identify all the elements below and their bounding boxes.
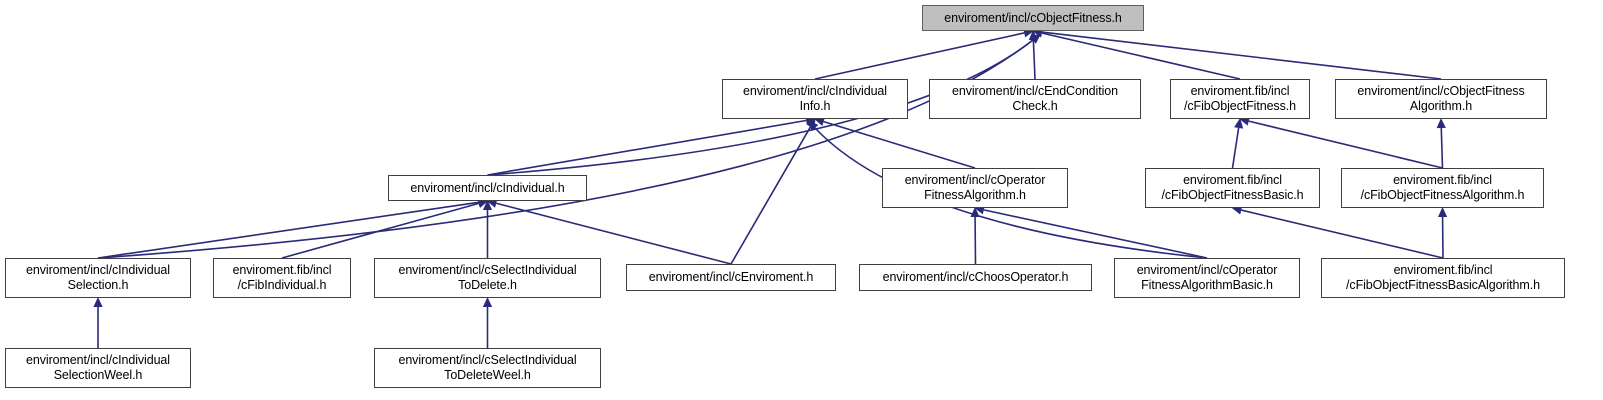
edge-cEnviroment-to-cIndividual (486, 198, 732, 265)
edge-cFibObjectFitnessAlgorithm-to-cObjectFitnessAlgorithm (1436, 118, 1446, 169)
edge-cIndividualSelection-to-cIndividual (97, 197, 489, 259)
node-cFibObjectFitnessBasic[interactable]: enviroment.fib/incl /cFibObjectFitnessBa… (1145, 168, 1320, 208)
node-cSelectIndividualToDeleteWeel[interactable]: enviroment/incl/cSelectIndividual ToDele… (374, 348, 601, 388)
node-cObjectFitness[interactable]: enviroment/incl/cObjectFitness.h (922, 5, 1144, 31)
edge-cFibObjectFitnessAlgorithm-to-cFibObjectFitness (1239, 116, 1443, 169)
node-cEndConditionCheck[interactable]: enviroment/incl/cEndCondition Check.h (929, 79, 1141, 119)
node-cSelectIndividualToDelete[interactable]: enviroment/incl/cSelectIndividual ToDele… (374, 258, 601, 298)
node-cIndividualInfo[interactable]: enviroment/incl/cIndividual Info.h (722, 79, 908, 119)
node-cIndividualSelection[interactable]: enviroment/incl/cIndividual Selection.h (5, 258, 191, 298)
node-cFibObjectFitness[interactable]: enviroment.fib/incl /cFibObjectFitness.h (1170, 79, 1310, 119)
node-cObjectFitnessAlgorithm[interactable]: enviroment/incl/cObjectFitness Algorithm… (1335, 79, 1547, 119)
edge-cIndividualSelection-to-cObjectFitness (97, 33, 1041, 259)
node-cIndividual[interactable]: enviroment/incl/cIndividual.h (388, 175, 587, 201)
edge-cIndividual-to-cIndividualInfo (487, 115, 816, 176)
node-cFibIndividual[interactable]: enviroment.fib/incl /cFibIndividual.h (213, 258, 351, 298)
edge-cOperatorFitnessAlgorithmBasic-to-cOperatorFitnessAlgorithm (974, 205, 1208, 259)
edge-cSelectIndividualToDeleteWeel-to-cSelectIndividualToDelete (482, 297, 493, 348)
node-cChoosOperator[interactable]: enviroment/incl/cChoosOperator.h (859, 264, 1092, 291)
edge-cFibIndividual-to-cIndividual (281, 198, 489, 259)
edge-cObjectFitnessAlgorithm-to-cObjectFitness (1032, 27, 1442, 80)
node-cFibObjectFitnessAlgorithm[interactable]: enviroment.fib/incl /cFibObjectFitnessAl… (1341, 168, 1544, 208)
edge-cSelectIndividualToDelete-to-cIndividual (482, 200, 493, 258)
edge-cOperatorFitnessAlgorithm-to-cIndividualInfo (814, 117, 976, 169)
edge-cEndConditionCheck-to-cObjectFitness (1028, 30, 1038, 80)
edge-cFibObjectFitness-to-cObjectFitness (1032, 28, 1241, 80)
edge-cEnviroment-to-cIndividualInfo (730, 118, 816, 265)
edge-cIndividualSelectionWeel-to-cIndividualSelection (93, 297, 103, 348)
node-cEnviroment[interactable]: enviroment/incl/cEnviroment.h (626, 264, 836, 291)
edge-cChoosOperator-to-cOperatorFitnessAlgorithm (970, 207, 980, 265)
edge-cFibObjectFitnessBasic-to-cFibObjectFitness (1231, 118, 1244, 169)
edge-cFibObjectFitnessBasicAlgorithm-to-cFibObjectFitnessBasic (1231, 205, 1444, 259)
edge-cIndividualInfo-to-cObjectFitness (814, 28, 1034, 80)
node-cFibObjectFitnessBasicAlgorithm[interactable]: enviroment.fib/incl /cFibObjectFitnessBa… (1321, 258, 1565, 298)
node-cIndividualSelectionWeel[interactable]: enviroment/incl/cIndividual SelectionWee… (5, 348, 191, 388)
edge-cFibObjectFitnessBasicAlgorithm-to-cFibObjectFitnessAlgorithm (1437, 207, 1448, 259)
node-cOperatorFitnessAlgorithm[interactable]: enviroment/incl/cOperator FitnessAlgorit… (882, 168, 1068, 208)
node-cOperatorFitnessAlgorithmBasic[interactable]: enviroment/incl/cOperator FitnessAlgorit… (1114, 258, 1300, 298)
